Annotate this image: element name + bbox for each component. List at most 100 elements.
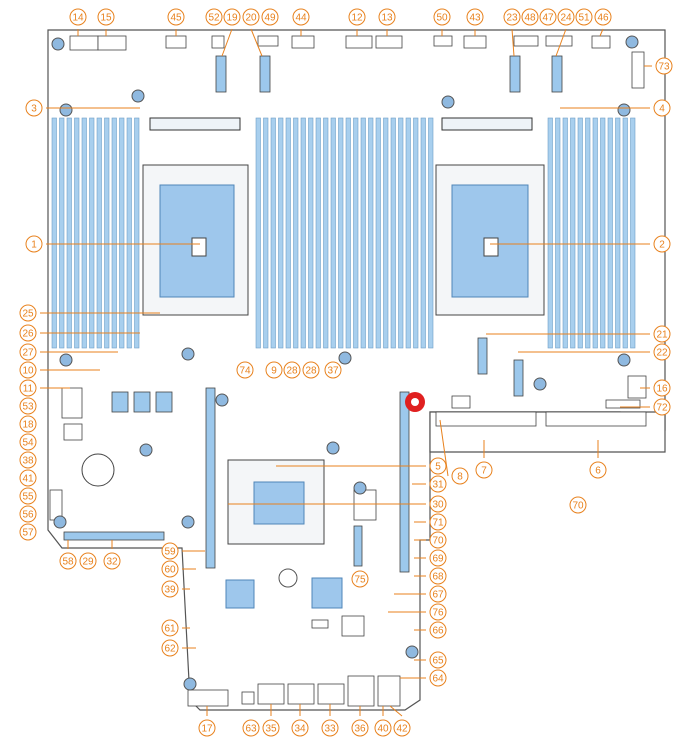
callout-44: 44 xyxy=(292,8,310,26)
mounting-hole xyxy=(326,441,340,455)
callout-number: 38 xyxy=(22,456,34,467)
mounting-hole xyxy=(215,393,229,407)
callout-number: 42 xyxy=(396,724,408,735)
dimm-slot xyxy=(428,117,434,349)
callout-70a: 70 xyxy=(569,496,587,514)
callout-75: 75 xyxy=(351,570,369,588)
callout-53: 53 xyxy=(19,397,37,415)
callout-number: 64 xyxy=(432,674,444,685)
left-side-connectors xyxy=(49,387,173,541)
dimm-slot xyxy=(547,117,553,349)
callout-67: 67 xyxy=(429,585,447,603)
callout-64: 64 xyxy=(429,669,447,687)
mounting-hole xyxy=(51,37,65,51)
callout-8: 8 xyxy=(451,467,469,485)
callout-72: 72 xyxy=(653,398,671,416)
dimm-slot xyxy=(119,117,125,349)
callout-number: 67 xyxy=(432,590,444,601)
mounting-hole xyxy=(53,515,67,529)
callout-24: 24 xyxy=(557,8,575,26)
dimm-slot xyxy=(300,117,306,349)
callout-28b: 28 xyxy=(302,361,320,379)
callout-11: 11 xyxy=(19,379,37,397)
callout-33: 33 xyxy=(321,719,339,737)
cpu-socket-2 xyxy=(435,164,545,316)
callout-number: 32 xyxy=(106,557,118,568)
dimm-slot xyxy=(74,117,80,349)
mounting-holes xyxy=(51,35,639,691)
dimm-slot xyxy=(255,117,261,349)
callout-number: 10 xyxy=(22,366,34,377)
dimm-slot xyxy=(111,117,117,349)
dimm-slot xyxy=(270,117,276,349)
callout-number: 58 xyxy=(62,557,74,568)
callout-56: 56 xyxy=(19,505,37,523)
riser-slot-2 xyxy=(513,359,524,397)
dimm-slot xyxy=(398,117,404,349)
callout-number: 51 xyxy=(578,13,590,24)
dimm-slot xyxy=(390,117,396,349)
callout-number: 55 xyxy=(22,492,34,503)
callout-number: 18 xyxy=(22,420,34,431)
callout-65: 65 xyxy=(429,651,447,669)
callout-14: 14 xyxy=(69,8,87,26)
riser-slot-1 xyxy=(477,337,488,375)
callout-number: 25 xyxy=(22,309,34,320)
callout-number: 4 xyxy=(659,104,665,115)
callout-number: 2 xyxy=(659,240,665,251)
callout-59: 59 xyxy=(161,542,179,560)
callout-40: 40 xyxy=(374,719,392,737)
callout-30: 30 xyxy=(429,495,447,513)
callout-number: 7 xyxy=(481,466,487,477)
callout-number: 69 xyxy=(432,554,444,565)
callout-number: 27 xyxy=(22,348,34,359)
dimm-slot xyxy=(104,117,110,349)
callout-32: 32 xyxy=(103,552,121,570)
dimm-slot xyxy=(89,117,95,349)
callout-number: 52 xyxy=(208,13,220,24)
callout-37: 37 xyxy=(324,361,342,379)
callout-number: 29 xyxy=(82,557,94,568)
callout-50: 50 xyxy=(433,8,451,26)
callout-number: 14 xyxy=(72,13,84,24)
callout-number: 36 xyxy=(354,724,366,735)
callout-42: 42 xyxy=(393,719,411,737)
callout-17: 17 xyxy=(198,719,216,737)
callout-16: 16 xyxy=(653,379,671,397)
callout-9: 9 xyxy=(265,361,283,379)
dimm-bank-center xyxy=(255,117,434,349)
callout-25: 25 xyxy=(19,304,37,322)
callout-number: 62 xyxy=(164,644,176,655)
callout-5: 5 xyxy=(429,457,447,475)
dimm-slot xyxy=(338,117,344,349)
callout-number: 70 xyxy=(432,536,444,547)
callout-6: 6 xyxy=(589,461,607,479)
callout-number: 61 xyxy=(164,624,176,635)
callout-number: 72 xyxy=(656,403,668,414)
callout-number: 71 xyxy=(432,518,444,529)
dimm-slot xyxy=(383,117,389,349)
pcie-slot-left xyxy=(205,387,216,569)
leader-line xyxy=(555,28,567,57)
leader-line xyxy=(511,28,515,57)
dimm-slot xyxy=(278,117,284,349)
dimm-slot xyxy=(600,117,606,349)
callout-number: 8 xyxy=(457,472,463,483)
callout-number: 31 xyxy=(432,480,444,491)
callout-58: 58 xyxy=(59,552,77,570)
callout-number: 76 xyxy=(432,608,444,619)
dimm-slot xyxy=(592,117,598,349)
callout-number: 35 xyxy=(265,724,277,735)
chipset-area xyxy=(225,459,377,637)
callout-21: 21 xyxy=(653,325,671,343)
pcie-slot-right xyxy=(399,391,410,573)
callout-62: 62 xyxy=(161,639,179,657)
callout-43: 43 xyxy=(466,8,484,26)
callout-48: 48 xyxy=(521,8,539,26)
callout-number: 39 xyxy=(164,585,176,596)
callout-number: 53 xyxy=(22,402,34,413)
callout-number: 21 xyxy=(656,330,668,341)
callout-number: 16 xyxy=(656,384,668,395)
callout-70b: 70 xyxy=(429,531,447,549)
dimm-slot xyxy=(360,117,366,349)
